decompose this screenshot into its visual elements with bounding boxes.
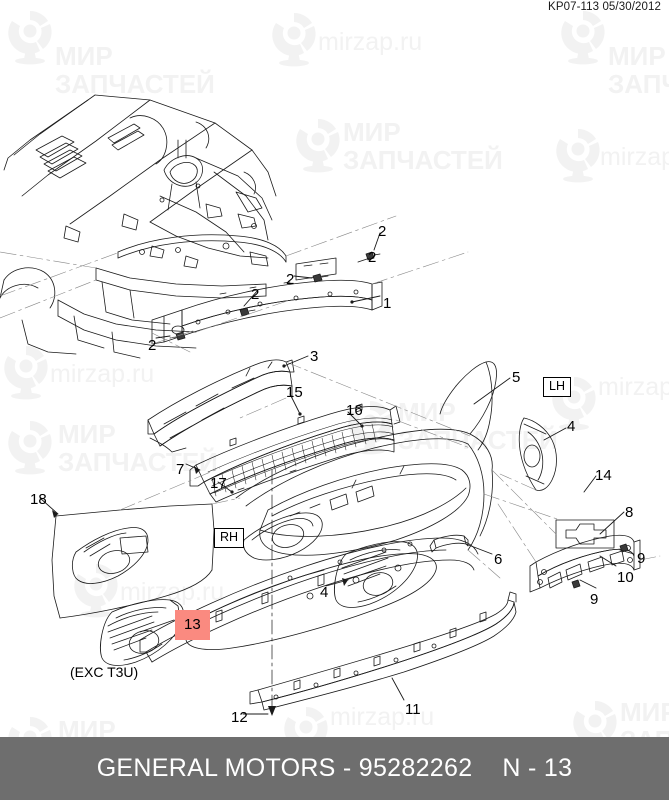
engine-bay-assembly: [0, 94, 287, 359]
callout-4b[interactable]: 4: [320, 584, 329, 601]
side-label-lh: LH: [543, 377, 571, 397]
callout-13-highlighted[interactable]: 13: [175, 610, 210, 640]
callout-2d[interactable]: 2: [251, 286, 260, 303]
footer-page-reference: N - 13: [502, 754, 573, 782]
callout-16[interactable]: 16: [346, 402, 363, 419]
callout-2e[interactable]: 2: [148, 337, 157, 354]
callout-12[interactable]: 12: [231, 709, 248, 726]
callout-4a[interactable]: 4: [567, 418, 576, 435]
part-4-fog-bezel-center: [334, 541, 418, 608]
callout-8[interactable]: 8: [625, 504, 634, 521]
callout-9b[interactable]: 9: [590, 591, 599, 608]
part-8-lower-bracket: [529, 534, 641, 593]
part-3-energy-absorber: [147, 359, 295, 453]
callout-15[interactable]: 15: [286, 384, 303, 401]
callout-9a[interactable]: 9: [637, 550, 646, 567]
callout-11[interactable]: 11: [405, 701, 421, 718]
callout-10[interactable]: 10: [617, 569, 634, 586]
document-code: KP07-113 05/30/2012: [548, 1, 661, 13]
callout-2b[interactable]: 2: [368, 249, 377, 266]
part-4-bracket-lh: [518, 417, 557, 491]
leader-endpoints: [52, 300, 364, 586]
callout-3[interactable]: 3: [310, 348, 319, 365]
part-13-fog-grille-bezel-rh: [100, 599, 184, 666]
part-2-bolts: [169, 251, 381, 341]
assembly-alignment-lines: [0, 215, 661, 579]
callout-2c[interactable]: 2: [286, 271, 295, 288]
centerline-arrow: [268, 706, 276, 716]
exclusion-note: (EXC T3U): [70, 664, 139, 680]
footer-manufacturer-part: GENERAL MOTORS - 95282262: [96, 754, 473, 782]
callout-14[interactable]: 14: [595, 467, 612, 484]
part-18-fascia-side-panel: [51, 503, 215, 619]
callout-17[interactable]: 17: [210, 475, 227, 492]
side-label-rh: RH: [214, 528, 245, 548]
bolt-1: [365, 251, 381, 261]
part-1-bumper-reinforcement: [151, 257, 383, 345]
part-11-lower-spoiler: [249, 591, 517, 711]
part-9-clips: [571, 543, 629, 589]
bolt-2: [312, 273, 329, 283]
callout-5[interactable]: 5: [512, 369, 521, 386]
callout-18[interactable]: 18: [30, 491, 47, 508]
bolt-3: [239, 307, 256, 317]
callout-1[interactable]: 1: [383, 295, 392, 312]
callout-7[interactable]: 7: [176, 461, 185, 478]
footer-bar: GENERAL MOTORS - 95282262 N - 13: [0, 737, 669, 800]
callout-6[interactable]: 6: [494, 551, 503, 568]
callout-2a[interactable]: 2: [378, 223, 387, 240]
part-14-bowtie-emblem: [555, 519, 615, 549]
